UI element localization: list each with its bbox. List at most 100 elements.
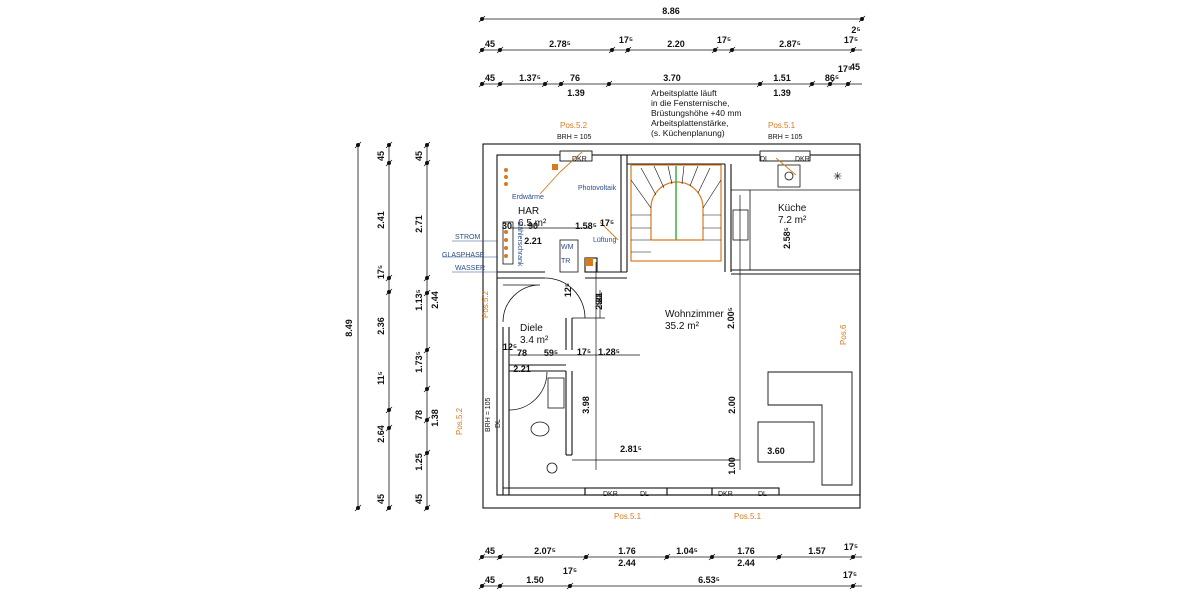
har-fixtures [502, 221, 579, 273]
room-har-name: HAR [518, 206, 539, 217]
fixture-labels: Erdwärme Photovoltaik Lüftung Zählerschr… [442, 134, 810, 498]
label-brh-top-left: BRH = 105 [557, 134, 592, 141]
dim-top_row2-0: 45 [485, 73, 495, 83]
room-labels: HAR 6.5 m² Diele 3.4 m² Wohnzimmer 35.2 … [518, 203, 807, 346]
dim-bottom_row1-8: 17⁵ [844, 542, 858, 552]
dim-interior-8: 12⁵ [503, 342, 517, 352]
label-dl-1: DL [760, 156, 769, 163]
dim-bottom_row2-0: 45 [485, 575, 495, 585]
note-block: Arbeitsplatte läuft in die Fensternische… [651, 88, 741, 138]
position-labels: Pos.5.2 Pos.5.1 Pos.5.2 Pos.5.2 Pos.6 Po… [455, 121, 848, 521]
label-photovoltaik: Photovoltaik [578, 185, 617, 192]
dim-interior-6: 90 [594, 295, 604, 305]
pos-5-1-bottom-left: Pos.5.1 [614, 512, 642, 521]
dim-left_col2-0: 45 [414, 151, 424, 161]
dim-bottom_row2-4: 17⁵ [843, 570, 857, 580]
label-dl-2: DL [640, 491, 649, 498]
dim-top_total: 8.86 [662, 6, 680, 16]
label-dl-3: DL [758, 491, 767, 498]
dim-top_row2-8: 17⁵ [838, 64, 852, 74]
dim-interior-20: 3.60 [767, 446, 785, 456]
extractor-icon: ✳ [833, 171, 842, 183]
dim-top_row1-3: 2.20 [667, 39, 685, 49]
room-kueche-name: Küche [778, 203, 807, 214]
dim-left_col1-5: 2.64 [376, 425, 386, 443]
dim-top_row2-2: 76 [570, 73, 580, 83]
pos-5-2-left-lower: Pos.5.2 [455, 407, 464, 435]
service-markers [442, 240, 498, 273]
note-line-3: Brüstungshöhe +40 mm [651, 108, 741, 118]
dim-interior-16: 3.98 [581, 396, 591, 414]
dim-bottom_row1-3: 2.44 [618, 558, 636, 568]
pos-5-2-left: Pos.5.2 [481, 290, 490, 318]
stair-treads [630, 165, 722, 253]
room-kueche-area: 7.2 m² [778, 215, 807, 226]
room-diele-name: Diele [520, 323, 543, 334]
dim-interior-15: 2.00⁵ [726, 307, 736, 329]
staircase [630, 164, 722, 262]
left-dimension-lines [357, 145, 428, 508]
bottom-dimension-lines [482, 556, 862, 587]
dim-top_row1-5: 2.87⁵ [779, 39, 801, 49]
dim-bottom_row2-1: 1.50 [526, 575, 544, 585]
dim-left_col2-6: 1.38 [430, 409, 440, 427]
dim-bottom_row1-0: 45 [485, 546, 495, 556]
dim-left_col1-3: 2.36 [376, 317, 386, 335]
label-brh-left: BRH = 105 [485, 397, 492, 432]
dim-left_col1-0: 45 [376, 151, 386, 161]
pos-5-2-top: Pos.5.2 [560, 121, 588, 130]
dim-interior-9: 78 [517, 348, 527, 358]
room-diele-area: 3.4 m² [520, 335, 549, 346]
dim-left_col1-6: 45 [376, 494, 386, 504]
dim-left_col1-2: 17⁵ [376, 265, 386, 279]
dim-top_row2-1: 1.37⁵ [519, 73, 541, 83]
dim-left_col1-4: 11⁵ [376, 371, 386, 385]
interior-dimension-lines [510, 195, 741, 470]
dim-top_row1-4: 17⁵ [717, 35, 731, 45]
dim-top_row1-2: 17⁵ [619, 35, 633, 45]
dim-top_row2-3: 1.39 [567, 88, 585, 98]
dim-interior-11: 2.21 [513, 364, 531, 374]
dim-left_total: 8.49 [344, 319, 354, 337]
dim-left_col2-2: 1.13⁵ [414, 289, 424, 311]
dim-bottom_row2-2: 17⁵ [563, 566, 577, 576]
pos-6: Pos.6 [839, 324, 848, 345]
label-dkl-left: DL [495, 419, 502, 428]
structure [354, 15, 866, 590]
label-wasser: WASSER [455, 265, 485, 272]
label-dkr-2: DKR [795, 156, 810, 163]
dim-left_col1-1: 2.41 [376, 211, 386, 229]
label-erdwaerme: Erdwärme [512, 194, 544, 201]
note-line-1: Arbeitsplatte läuft [651, 88, 717, 98]
sofa [757, 371, 853, 486]
note-line-5: (s. Küchenplanung) [651, 128, 725, 138]
room-wohnzimmer-area: 35.2 m² [665, 321, 700, 332]
dim-bottom_row1-4: 1.04⁵ [676, 546, 698, 556]
door-swings [502, 277, 605, 411]
pos-5-1-top: Pos.5.1 [768, 121, 796, 130]
dim-bottom_row1-7: 1.57 [808, 546, 826, 556]
dim-bottom_row1-6: 2.44 [737, 558, 755, 568]
dim-top_row2-9: 45 [850, 62, 860, 72]
dim-interior-14: 2.58⁵ [782, 227, 792, 249]
dim-interior-18: 2.81⁵ [620, 444, 642, 454]
dim-top_row1-7: 2⁵ [851, 25, 860, 35]
dim-top_row2-7: 86⁵ [825, 73, 839, 83]
dim-top_row2-5: 1.51 [773, 73, 791, 83]
dim-bottom_row1-1: 2.07⁵ [534, 546, 556, 556]
dim-bottom_row1-2: 1.76 [618, 546, 636, 556]
label-brh-top-right: BRH = 105 [768, 134, 803, 141]
room-har-area: 6.5 m² [518, 218, 547, 229]
dim-interior-12: 17⁵ [577, 347, 591, 357]
label-strom: STROM [455, 234, 480, 241]
dim-top_row1-0: 45 [485, 39, 495, 49]
note-line-4: Arbeitsplattenstärke, [651, 118, 728, 128]
label-dkr-3: DKR [603, 491, 618, 498]
dim-interior-1: 2.21 [524, 236, 542, 246]
dim-interior-19: 1.00 [727, 457, 737, 475]
dim-top_row1-1: 2.78⁵ [549, 39, 571, 49]
dim-left_col2-1: 2.71 [414, 215, 424, 233]
dim-interior-0: 90 [528, 221, 538, 231]
kitchen-counter [731, 164, 860, 270]
